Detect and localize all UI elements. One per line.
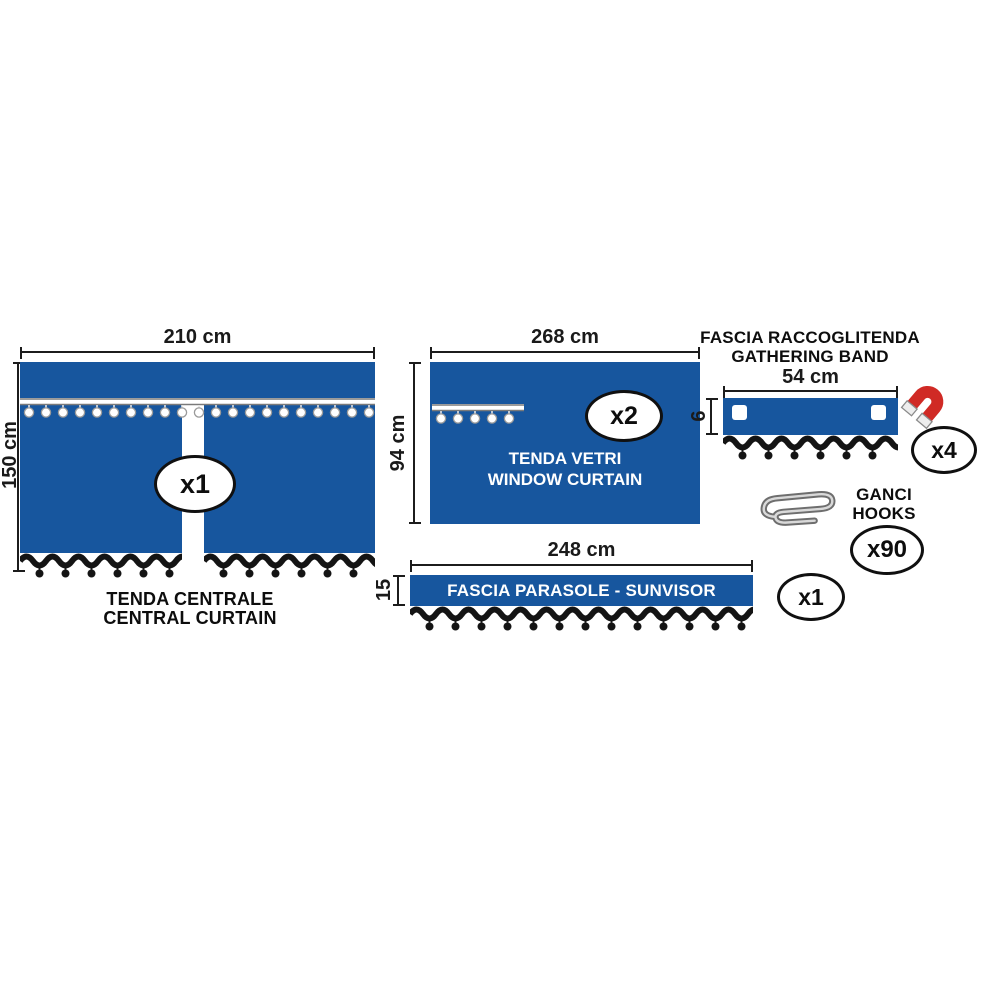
gathering-band-name-it: FASCIA RACCOGLITENDA [700,328,920,347]
gathering-band-buttonhole-left [732,405,747,420]
central-curtain-width-dimension-line [20,347,375,359]
central-curtain-valance [20,362,375,398]
window-curtain-quantity-badge: x2 [585,390,663,442]
hooks-name-it: GANCI [856,485,912,504]
window-curtain-width-label: 268 cm [531,326,599,348]
magnet-icon [900,374,955,430]
sunvisor-height-dimension-line [393,575,405,606]
sunvisor-height-label: 15 [373,578,395,602]
central-curtain-quantity-badge: x1 [154,455,236,513]
sunvisor-name: FASCIA PARASOLE - SUNVISOR [447,580,716,600]
gathering-band-height-label: 6 [688,410,710,422]
central-curtain-name-it: TENDA CENTRALE [106,589,274,609]
gathering-band-height-dimension-line [706,398,718,435]
tassel-trim-left [20,553,182,579]
sunvisor-tassel-trim [410,606,753,632]
sunvisor-width-label: 248 cm [547,539,616,561]
window-curtain-width-dimension-line [430,347,700,359]
sunvisor-width-dimension-line [410,560,753,572]
window-curtain-name-en: WINDOW CURTAIN [487,470,643,489]
window-curtain-name-it: TENDA VETRI [508,449,622,468]
central-curtain-height-dimension-line [13,362,25,572]
gathering-band-width-label: 54 cm [782,366,839,388]
window-curtain-height-label: 94 cm [387,414,409,472]
gathering-band-width-dimension-line [723,386,898,398]
hooks-name-en: HOOKS [852,504,916,523]
window-curtain-height-dimension-line [409,362,421,524]
central-curtain-height-label: 150 cm [0,421,21,489]
gathering-band-buttonhole-right [871,405,886,420]
gathering-band-tassel-trim [723,435,898,461]
pompom-trim [20,398,375,424]
gathering-band [723,398,898,435]
sunvisor-quantity-badge: x1 [777,573,845,621]
hook-icon [755,487,843,527]
tassel-trim-right [204,553,375,579]
window-curtain-panel [430,362,700,524]
gathering-band-quantity-badge: x4 [911,426,977,474]
window-curtain-rail-pompom-trim [432,404,524,430]
hooks-quantity-badge: x90 [850,525,924,575]
central-curtain-width-label: 210 cm [163,326,232,348]
sunvisor-band: FASCIA PARASOLE - SUNVISOR [410,575,753,606]
gathering-band-name-en: GATHERING BAND [731,347,889,366]
central-curtain-name-en: CENTRAL CURTAIN [103,608,277,628]
